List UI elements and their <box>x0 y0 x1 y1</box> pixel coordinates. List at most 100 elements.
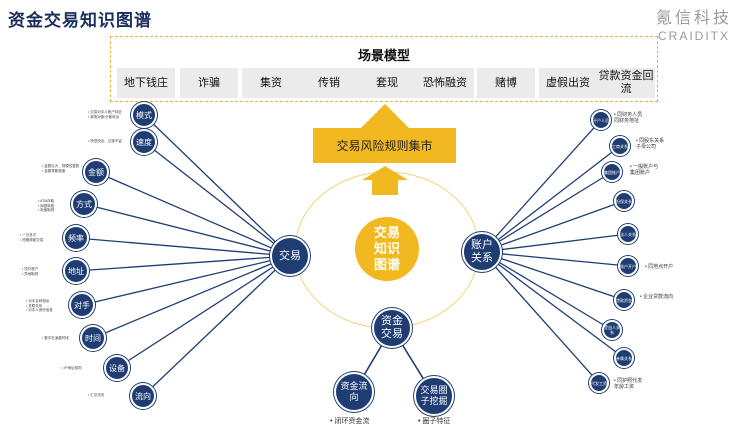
account-node: 亲属关系 <box>614 348 634 368</box>
fund-child-node: 交易圈子挖掘 <box>414 376 454 416</box>
transaction-node-note: 对手名称相似关联关系对手人身份信息 <box>26 299 53 313</box>
center-knowledge-graph: 交易知识图谱 <box>355 217 419 281</box>
scene-item: 恐怖融资 <box>416 68 474 98</box>
account-node: 开户人员 <box>591 110 611 130</box>
note-text: 集中在凌晨时段 <box>42 336 69 341</box>
fund-child-label: 交易圈子挖掘 <box>420 385 448 406</box>
note-text: 同地点开户 <box>645 264 673 270</box>
transaction-node-note: 快进快出，过渡不留 <box>88 139 122 144</box>
note-text: 短期频繁交易 <box>20 238 43 243</box>
note-text: 单笔对象/分散转出 <box>88 115 122 120</box>
note-text: 异地取现 <box>22 272 38 277</box>
hub-fund-transaction: 资金交易 <box>372 308 412 348</box>
note-text: 集团账户 <box>630 170 651 176</box>
transaction-node: 金额 <box>83 159 109 185</box>
transaction-node: 对手 <box>69 292 95 318</box>
logo-en-text: CRAIDITX <box>657 29 730 43</box>
scene-item: 诈骗 <box>180 68 238 98</box>
connector-line <box>481 251 629 267</box>
account-node-note: 同地点开户 <box>645 264 673 270</box>
note-text: IP地址相同 <box>62 366 81 371</box>
note-text: 金额零散程度 <box>42 169 79 174</box>
note-text: 对手人身份信息 <box>26 308 53 313</box>
fund-child-node: 资金流向 <box>334 372 374 412</box>
fund-child-note: 闭环资金流 <box>330 416 369 426</box>
scene-model-title: 场景模型 <box>357 48 410 63</box>
fund-child-label: 资金流向 <box>340 381 368 402</box>
note-text: 一日多次 <box>20 233 43 238</box>
transaction-node: 频率 <box>63 225 89 251</box>
page-title: 资金交易知识图谱 <box>8 11 152 30</box>
transaction-node-note: 金额巨大，规模性整数金额零散程度 <box>42 164 79 173</box>
note-text: 同财务地址 <box>614 118 640 124</box>
note-text: 同股东关系 <box>636 138 664 144</box>
hub-fund-label: 资金交易 <box>381 315 403 340</box>
connector-line <box>481 251 625 301</box>
connector-line <box>142 255 291 397</box>
note-text: 企业贷款流向 <box>640 294 673 300</box>
note-text: 金额巨大，规模性整数 <box>42 164 79 169</box>
connector-line <box>75 237 291 257</box>
scene-model-box: 场景模型 地下钱庄诈骗集资传销套现恐怖融资赌博虚假出资贷款资金回流 <box>110 36 658 102</box>
scene-item: 地下钱庄 <box>117 68 175 98</box>
connector-line <box>81 255 291 306</box>
scene-item: 传销 <box>300 68 358 98</box>
transaction-node-note: IP地址相同 <box>62 366 81 371</box>
scene-item: 套现 <box>358 68 416 98</box>
note-text: 网银转账 <box>38 204 54 209</box>
risk-rules-market: 交易风险规则集市 <box>313 128 456 163</box>
account-node: 代发工资 <box>589 373 609 393</box>
transaction-node: 方式 <box>71 191 97 217</box>
connector-line <box>75 255 291 272</box>
connector-line <box>481 145 621 253</box>
transaction-node-note: ATM存取网银转账柜面取现 <box>38 199 54 213</box>
note-text: 境外账户 <box>22 267 38 272</box>
hub-transaction: 交易 <box>270 236 310 276</box>
transaction-node-note: 交易对手人账户特征单笔对象/分散转出 <box>88 110 122 119</box>
note-text: 柜面取现 <box>38 208 54 213</box>
scene-item: 贷款资金回流 <box>597 68 655 98</box>
logo-cn-text: 氪信科技 <box>655 10 732 27</box>
up-arrow-head-icon <box>361 104 409 128</box>
account-node: 集团账户 <box>602 162 622 182</box>
transaction-node: 速度 <box>131 129 157 155</box>
note-text: 一般账户与 <box>630 164 658 170</box>
connector-line <box>95 171 291 257</box>
transaction-node-note: 汇总流向 <box>88 393 104 398</box>
note-text: 同护照代发 <box>614 378 642 384</box>
connector-line <box>481 251 600 384</box>
connector-line <box>481 119 602 253</box>
note-text: 汇总流向 <box>88 393 104 398</box>
transaction-node: 设备 <box>104 355 130 381</box>
transaction-node-note: 一日多次短期频繁交易 <box>20 233 43 242</box>
transaction-node: 模式 <box>131 102 157 128</box>
scene-item: 集资 <box>242 68 300 98</box>
connector-line <box>143 114 291 257</box>
fund-child-note: 圈子特征 <box>418 416 450 426</box>
note-text: ATM存取 <box>38 199 54 204</box>
scene-item: 虚假出资 <box>539 68 597 98</box>
connector-line <box>143 141 291 257</box>
transaction-node: 流向 <box>130 383 156 409</box>
connector-line <box>83 203 291 257</box>
note-text: 同财务人员 <box>614 112 642 118</box>
account-node: 工商关系 <box>610 136 630 156</box>
account-node: 账户开户 <box>618 256 638 276</box>
brand-logo: 氪信科技 CRAIDITX <box>656 4 732 43</box>
note-text: 快进快出，过渡不留 <box>88 139 122 144</box>
note-text: 交易对手人账户特征 <box>88 110 122 115</box>
connector-line <box>481 251 625 359</box>
account-node: 担保关系 <box>614 191 634 211</box>
account-node: 法人关系 <box>618 224 638 244</box>
up-arrow-icon <box>362 166 408 195</box>
connector-line <box>481 251 613 331</box>
scene-item: 赌博 <box>477 68 535 98</box>
account-node: 受益人关系 <box>602 320 622 340</box>
note-text: 年龄工资 <box>614 384 635 390</box>
center-label: 交易知识图谱 <box>373 225 400 272</box>
transaction-node-note: 境外账户异地取现 <box>22 267 38 276</box>
